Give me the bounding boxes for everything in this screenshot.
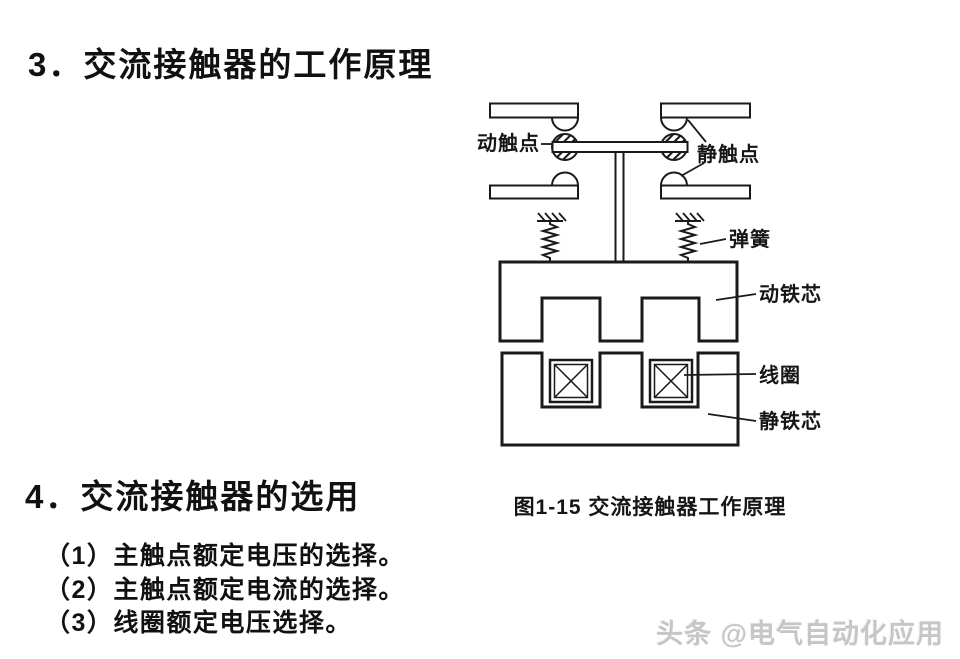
coil-left-cross xyxy=(553,363,589,399)
spring-right xyxy=(675,212,705,263)
static-contact-dome-bottom-right xyxy=(659,171,689,187)
figure-caption: 图1-15 交流接触器工作原理 xyxy=(513,496,787,519)
watermark: 头条 @电气自动化应用 xyxy=(656,619,944,649)
section3-title: 3．交流接触器的工作原理 xyxy=(28,46,434,83)
terminal-bar-top-right xyxy=(660,102,751,119)
static-iron-core-shape xyxy=(500,351,740,447)
contact-terminal-bars xyxy=(489,102,751,200)
list-item-3: （3）线圈额定电压选择。 xyxy=(45,609,352,637)
list-item-2: （2）主触点额定电流的选择。 xyxy=(45,575,405,604)
static-contact-dome-top-right xyxy=(659,116,689,132)
section4-title: 4．交流接触器的选用 xyxy=(25,478,361,515)
leader-static-contact-bottom xyxy=(680,162,705,177)
label-moving-core: 动铁芯 xyxy=(759,282,822,306)
label-static-core: 静铁芯 xyxy=(759,409,822,433)
spring-left xyxy=(537,212,567,263)
terminal-bar-bottom-right xyxy=(660,184,751,200)
static-contact-dome-top-left xyxy=(550,116,580,132)
spring-left-ground-hatch xyxy=(537,212,567,222)
leader-lines xyxy=(541,119,757,422)
terminal-bar-bottom-left xyxy=(489,184,579,200)
spring-left-coil xyxy=(539,221,561,263)
selection-list: （1）主触点额定电压的选择。 （2）主触点额定电流的选择。 （3）线圈额定电压选… xyxy=(45,540,405,641)
leader-static-contact-top xyxy=(687,119,707,143)
contact-crossbar xyxy=(551,141,689,153)
leader-static-core xyxy=(707,413,757,422)
leader-spring xyxy=(699,238,727,245)
list-item-1: （1）主触点额定电压的选择。 xyxy=(45,542,405,570)
terminal-bar-top-left xyxy=(489,102,579,119)
armature-shaft xyxy=(614,151,625,264)
static-contact-dome-bottom-left xyxy=(550,171,580,187)
leader-coil xyxy=(683,373,757,376)
coil-right-cross xyxy=(653,363,689,399)
label-coil: 线圈 xyxy=(759,363,801,387)
label-moving-contact: 动触点 xyxy=(477,131,540,155)
moving-iron-core-shape xyxy=(498,260,739,343)
label-spring: 弹簧 xyxy=(729,227,771,251)
coil-right xyxy=(648,358,694,404)
spring-right-coil xyxy=(677,221,699,263)
contactor-diagram: 动触点 静触点 弹簧 动铁芯 线圈 静铁芯 xyxy=(477,102,822,447)
label-static-contact: 静触点 xyxy=(697,142,760,166)
leader-moving-core xyxy=(715,293,757,301)
coil-left xyxy=(548,358,594,404)
spring-right-ground-hatch xyxy=(675,212,705,222)
